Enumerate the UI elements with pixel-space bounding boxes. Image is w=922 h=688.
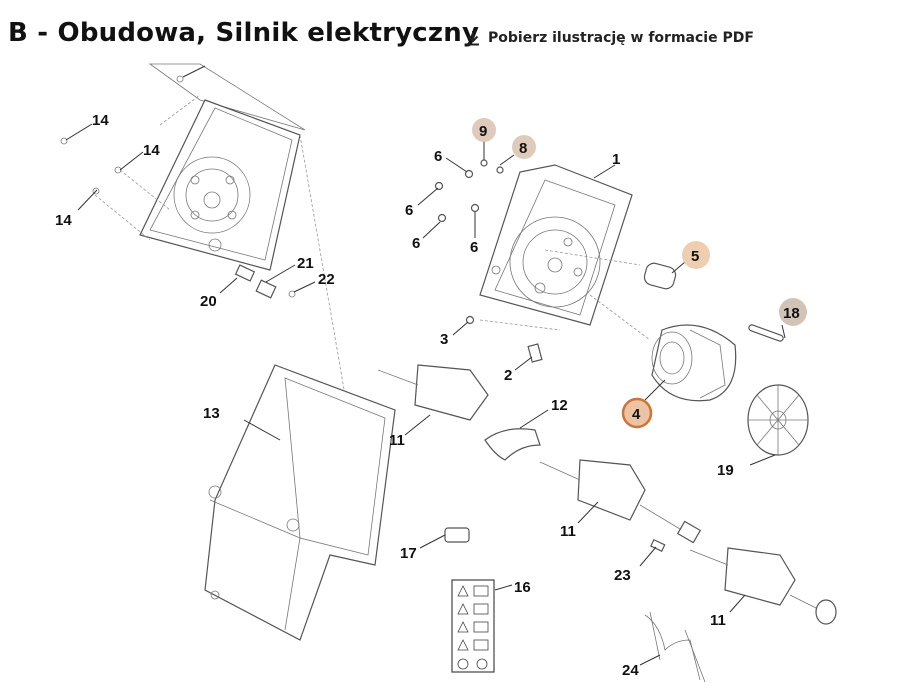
screw-set-6 — [434, 159, 504, 325]
highlight-bubbles — [472, 118, 807, 429]
carbon-brush-part — [748, 324, 784, 342]
callout-4[interactable]: 4 — [632, 406, 641, 423]
switch-unit-11a — [377, 364, 489, 421]
callout-14c[interactable]: 14 — [55, 212, 72, 229]
callout-bubble-8[interactable] — [512, 135, 536, 159]
callout-1[interactable]: 1 — [612, 151, 620, 168]
warning-label-part — [451, 579, 495, 673]
callout-bubble-4[interactable] — [621, 397, 653, 429]
download-pdf-label: Pobierz ilustrację w formacie PDF — [488, 30, 754, 46]
callout-3[interactable]: 3 — [440, 331, 448, 348]
callout-6a[interactable]: 6 — [434, 148, 442, 165]
callout-12[interactable]: 12 — [551, 397, 568, 414]
callout-9[interactable]: 9 — [479, 123, 487, 140]
callout-19[interactable]: 19 — [717, 462, 734, 479]
callout-24[interactable]: 24 — [622, 662, 639, 679]
callout-labels: 14 14 14 21 22 20 9 8 6 1 6 6 6 5 18 3 2… — [55, 112, 800, 679]
callout-2[interactable]: 2 — [504, 367, 512, 384]
wire-clip-part — [644, 611, 706, 683]
callout-8[interactable]: 8 — [519, 140, 527, 157]
callout-23[interactable]: 23 — [614, 567, 631, 584]
callout-21[interactable]: 21 — [297, 255, 314, 272]
callout-6c[interactable]: 6 — [412, 235, 420, 252]
motor-part — [651, 324, 737, 402]
download-pdf-link[interactable]: Pobierz ilustrację w formacie PDF — [466, 30, 754, 46]
page-title: B - Obudowa, Silnik elektryczny — [8, 18, 480, 48]
callout-11c[interactable]: 11 — [710, 612, 726, 629]
motor-mount-plate-part — [479, 164, 651, 341]
callout-6b[interactable]: 6 — [405, 202, 413, 219]
callout-18[interactable]: 18 — [783, 305, 800, 322]
callout-16[interactable]: 16 — [514, 579, 531, 596]
capacitor-part — [643, 262, 677, 290]
grass-box-housing-part — [204, 364, 396, 641]
callout-6d[interactable]: 6 — [470, 239, 478, 256]
callout-14a[interactable]: 14 — [92, 112, 109, 129]
callout-22[interactable]: 22 — [318, 271, 335, 288]
callout-bubble-9[interactable] — [472, 118, 496, 142]
callout-17[interactable]: 17 — [400, 545, 417, 562]
callout-13[interactable]: 13 — [203, 405, 220, 422]
cover-plate-part — [60, 63, 346, 396]
leader-lines — [65, 65, 786, 666]
fan-wheel-part — [747, 384, 809, 456]
cable-holder-part — [484, 428, 541, 461]
small-parts — [444, 343, 666, 552]
callout-bubble-5[interactable] — [682, 241, 710, 269]
callout-20[interactable]: 20 — [200, 293, 217, 310]
callout-14b[interactable]: 14 — [143, 142, 160, 159]
switch-unit-11c — [689, 547, 837, 625]
callout-5[interactable]: 5 — [691, 248, 699, 265]
callout-11a[interactable]: 11 — [389, 432, 405, 449]
callout-11b[interactable]: 11 — [560, 523, 576, 540]
callout-bubble-18[interactable] — [779, 298, 807, 326]
download-icon — [467, 31, 479, 46]
